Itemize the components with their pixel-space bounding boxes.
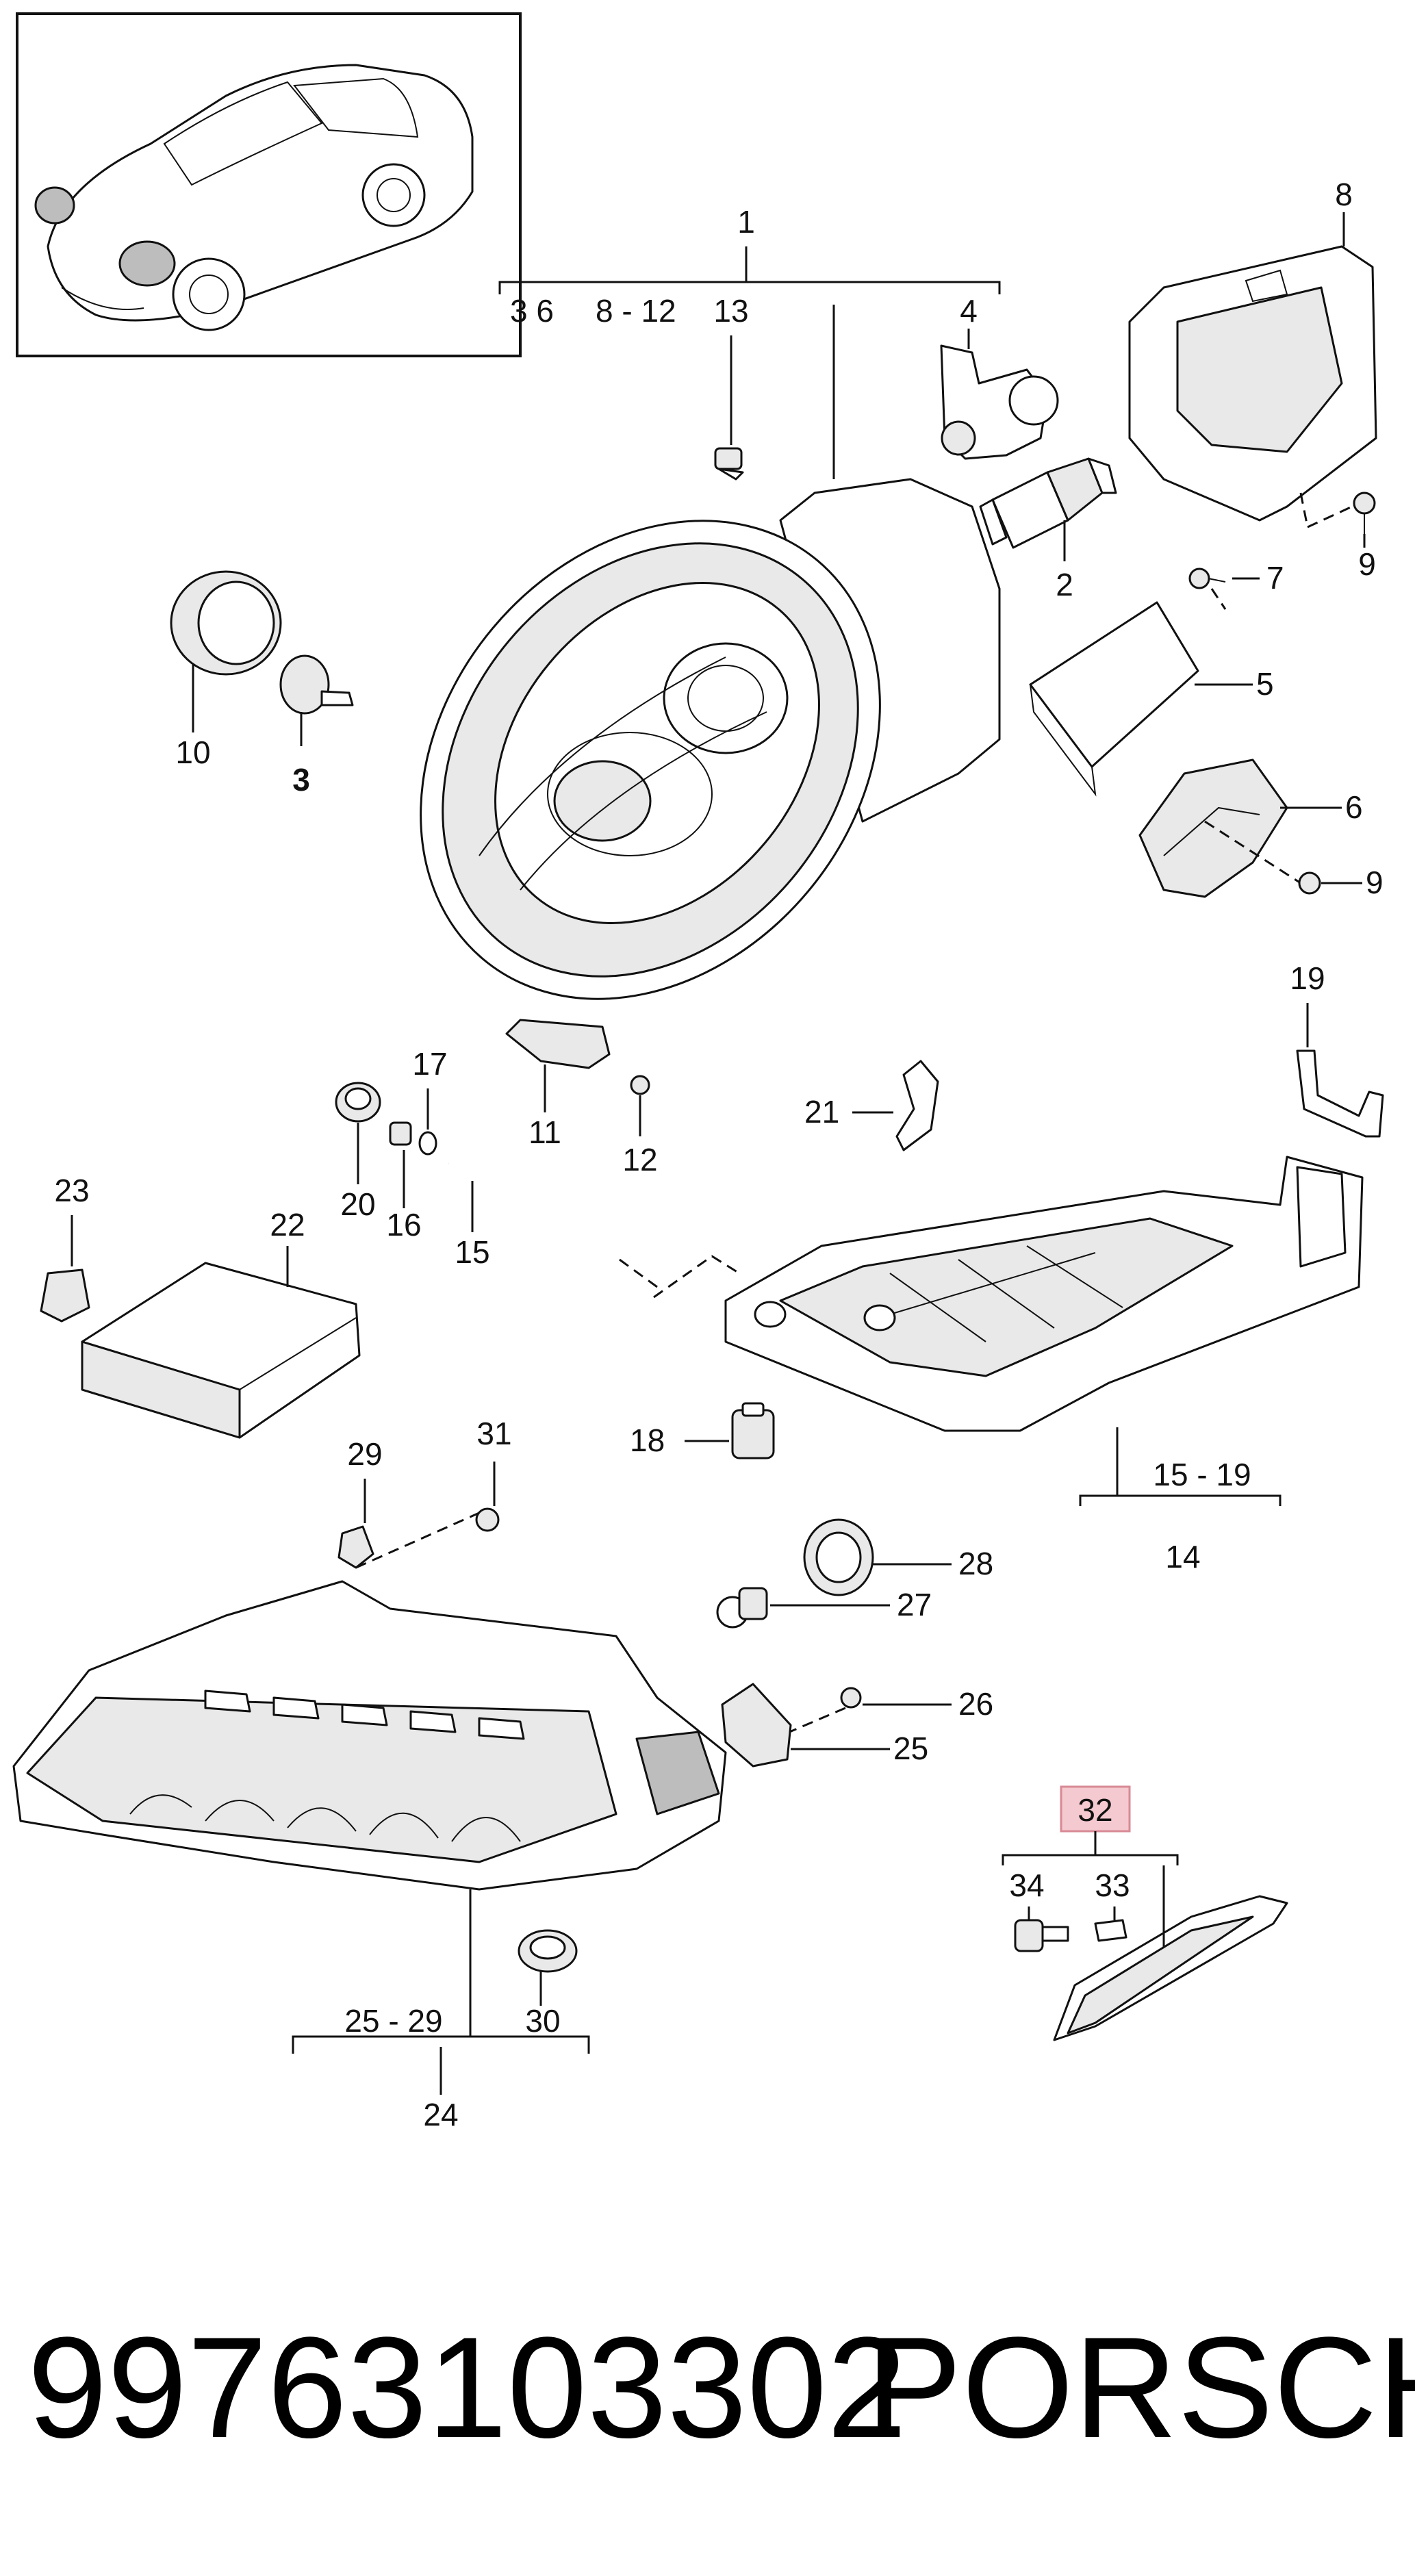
label-34: 34: [1009, 1867, 1044, 1903]
part-29-clip: 29: [337, 1436, 480, 1569]
label-group-1-a: 3 6: [510, 293, 554, 329]
part-9-screw-top: 9: [1353, 492, 1376, 582]
label-8: 8: [1335, 177, 1353, 212]
part-11-bracket: 11: [505, 1019, 611, 1150]
label-4: 4: [960, 293, 978, 329]
part-31-screw: 31: [475, 1416, 512, 1532]
label-14: 14: [1165, 1539, 1200, 1574]
part-19-hook: 19: [1290, 960, 1384, 1138]
part-3-bulb: 3: [279, 654, 354, 798]
label-18: 18: [630, 1423, 665, 1458]
label-5: 5: [1256, 666, 1274, 702]
label-25: 25: [893, 1731, 928, 1766]
part-15-cable: 15: [448, 1162, 740, 1299]
label-2: 2: [1056, 567, 1073, 602]
callout-group-14: 15 - 19 14: [1079, 1427, 1282, 1574]
headlight-assembly: [420, 478, 1001, 1000]
label-7: 7: [1266, 560, 1284, 596]
part-30-grommet: 30: [518, 1929, 578, 2039]
part-6-bracket: 6: [1138, 758, 1363, 898]
label-1: 1: [737, 204, 755, 240]
label-26: 26: [958, 1686, 993, 1722]
part-22-control-unit: 22: [81, 1207, 361, 1439]
car-thumbnail: [16, 12, 522, 357]
label-group-14: 15 - 19: [1153, 1457, 1251, 1492]
label-30: 30: [525, 2003, 560, 2039]
part-9-screw-bottom: 9: [1298, 865, 1384, 900]
label-13: 13: [713, 293, 748, 329]
part-33-bulb: [1094, 1907, 1127, 1942]
label-19: 19: [1290, 960, 1325, 996]
part-24-drl-assembly: [12, 1580, 727, 1891]
label-17: 17: [412, 1046, 447, 1082]
part-17-ring: 17: [412, 1046, 448, 1156]
label-24: 24: [423, 2097, 458, 2132]
callout-group-32: 32 34 33: [1002, 1785, 1179, 1903]
label-31: 31: [476, 1416, 511, 1451]
label-29: 29: [347, 1436, 382, 1472]
label-21: 21: [804, 1094, 839, 1130]
label-27: 27: [897, 1587, 932, 1622]
part-4-socket: 4: [940, 293, 1059, 460]
part-14-tray: [724, 1156, 1364, 1432]
brand-name: PORSCHE: [866, 2307, 1415, 2468]
callout-group-24: 25 - 29 24: [292, 1889, 590, 2132]
part-2-bulb: 2: [979, 457, 1117, 602]
label-23: 23: [54, 1173, 89, 1208]
label-3: 3: [292, 762, 310, 798]
label-20: 20: [340, 1186, 375, 1222]
label-32: 32: [1078, 1792, 1112, 1828]
label-9a: 9: [1358, 546, 1376, 582]
label-28: 28: [958, 1546, 993, 1581]
label-16: 16: [386, 1207, 421, 1242]
label-12: 12: [622, 1142, 657, 1177]
part-32-side-marker: [1053, 1865, 1288, 2041]
part-25-bracket: 25: [721, 1683, 928, 1768]
part-23-clip: 23: [40, 1173, 90, 1323]
label-10: 10: [175, 735, 210, 770]
label-33: 33: [1095, 1867, 1130, 1903]
part-10-cap: 10: [170, 570, 282, 770]
part-12-screw: 12: [622, 1075, 658, 1177]
part-21-clip: 21: [804, 1060, 939, 1151]
label-22: 22: [270, 1207, 305, 1242]
footer: 99763103302 PORSCHE: [27, 2307, 1415, 2468]
label-group-24: 25 - 29: [344, 2003, 442, 2039]
part-20-grommet: 20: [335, 1082, 381, 1222]
part-16-cap: 16: [386, 1121, 422, 1242]
part-26-screw: 26: [773, 1686, 993, 1740]
label-15: 15: [455, 1234, 489, 1270]
label-6: 6: [1345, 789, 1363, 825]
part-13-bulb: 13: [713, 293, 749, 481]
part-18-connector: 18: [630, 1402, 775, 1459]
part-number: 99763103302: [27, 2307, 907, 2468]
part-34-socket: [1014, 1907, 1069, 1952]
part-8-cover: 8: [1128, 177, 1377, 528]
label-9b: 9: [1366, 865, 1384, 900]
callout-group-1: 1 3 6 8 - 12: [498, 204, 1001, 479]
label-11: 11: [528, 1114, 561, 1150]
part-5-module: 5: [1029, 601, 1274, 797]
part-7-screw: 7: [1188, 560, 1284, 610]
label-group-1-b: 8 - 12: [596, 293, 676, 329]
part-28-ring: 28: [803, 1518, 993, 1596]
part-27-bulb: 27: [716, 1587, 932, 1629]
